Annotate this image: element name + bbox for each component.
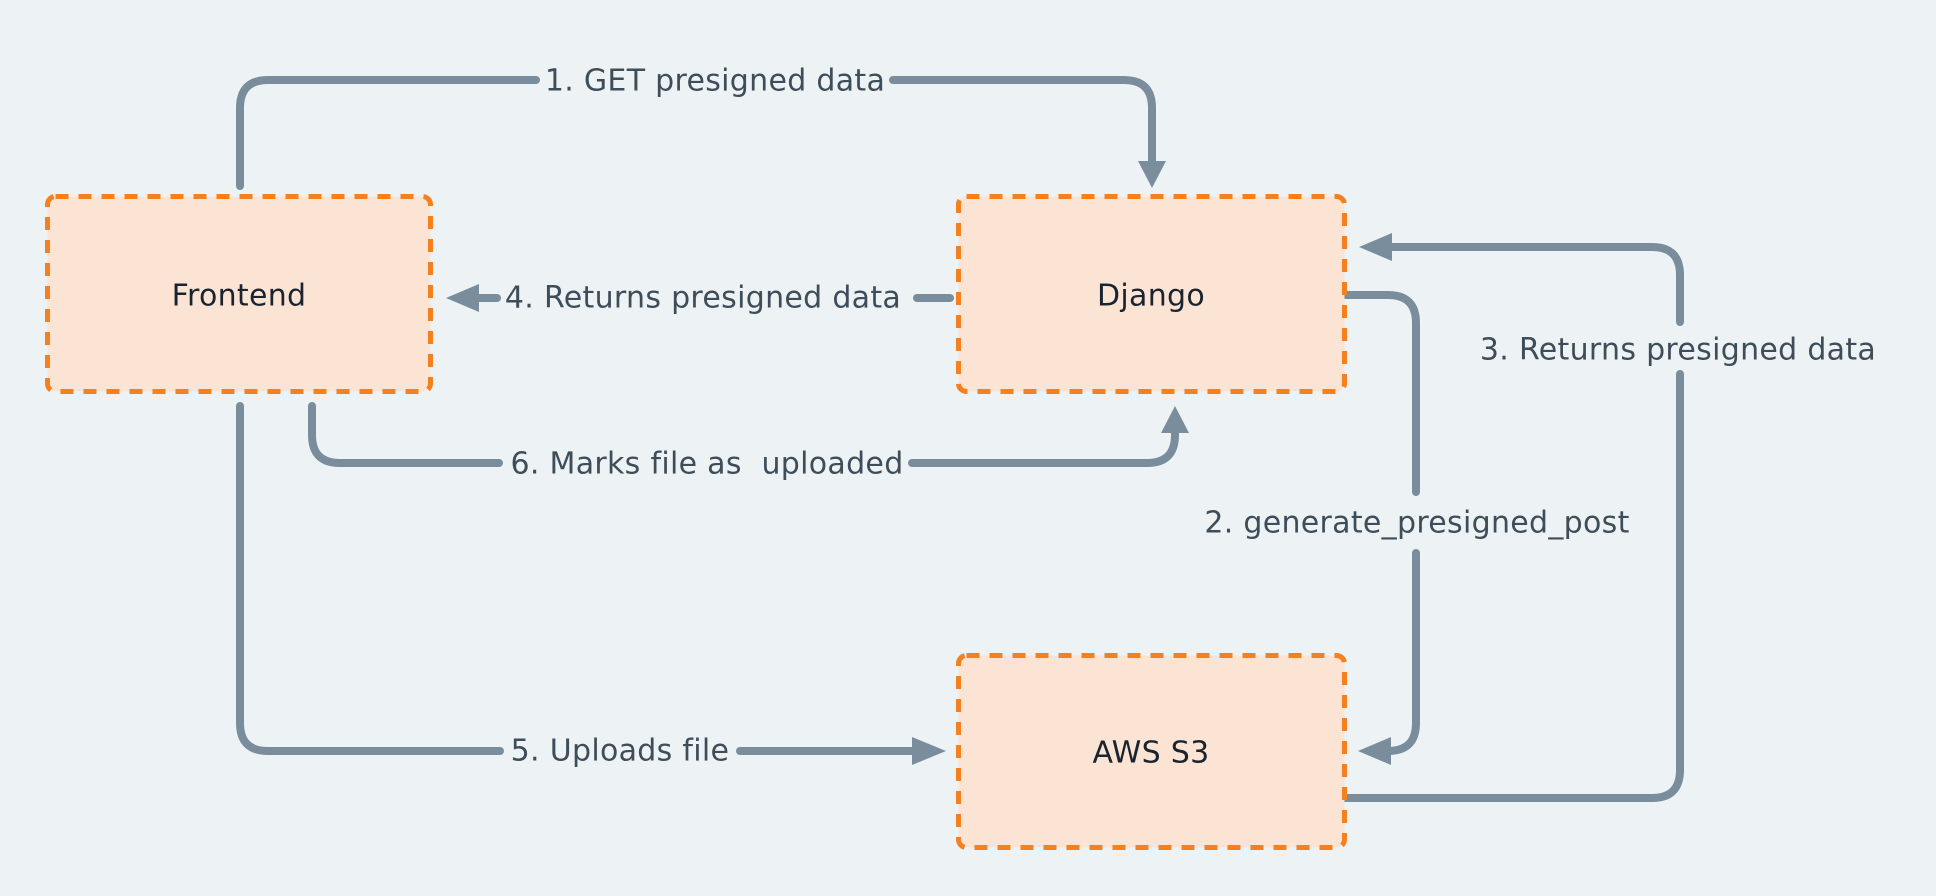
edge-4-label: 4. Returns presigned data bbox=[505, 281, 901, 316]
node-aws-s3-label: AWS S3 bbox=[1092, 736, 1209, 771]
edge-1-arrowhead-down-icon bbox=[1138, 161, 1166, 188]
edge-5-arrowhead-right-icon bbox=[912, 737, 946, 765]
edge-6-segment-left bbox=[308, 402, 503, 467]
node-frontend: Frontend bbox=[45, 194, 433, 394]
edge-3-returns-presigned-data: 3. Returns presigned data bbox=[1341, 233, 1876, 802]
edge-3-segment-bottom bbox=[1341, 370, 1684, 802]
node-django-box bbox=[956, 194, 1347, 394]
edge-5-segment-left bbox=[236, 402, 504, 755]
edge-1-label: 1. GET presigned data bbox=[545, 64, 885, 99]
edge-2-arrowhead-left-icon bbox=[1358, 737, 1391, 765]
edge-4-arrowhead-left-icon bbox=[446, 284, 479, 312]
edge-2-generate-presigned-post: 2. generate_presigned_post bbox=[1204, 291, 1629, 765]
edge-3-segment-top bbox=[1388, 243, 1684, 326]
edge-2-segment-top bbox=[1341, 291, 1420, 496]
node-frontend-label: Frontend bbox=[172, 279, 307, 314]
edge-3-arrowhead-left-icon bbox=[1359, 233, 1392, 261]
node-django-label: Django bbox=[1097, 279, 1205, 314]
edge-2-segment-bottom bbox=[1384, 549, 1420, 755]
edge-6-marks-file-uploaded: 6. Marks file as uploaded bbox=[308, 402, 1189, 482]
edge-5-label: 5. Uploads file bbox=[511, 734, 730, 769]
edge-6-arrowhead-up-icon bbox=[1161, 406, 1189, 433]
edge-6-label: 6. Marks file as uploaded bbox=[510, 447, 903, 482]
node-aws-s3-box bbox=[956, 653, 1347, 850]
edge-1-segment-left bbox=[236, 76, 540, 190]
edge-5-uploads-file: 5. Uploads file bbox=[236, 402, 946, 769]
node-frontend-box bbox=[45, 194, 433, 394]
edge-4-returns-presigned-data: 4. Returns presigned data bbox=[446, 281, 954, 316]
edge-1-get-presigned-data: 1. GET presigned data bbox=[236, 64, 1166, 190]
edge-3-label: 3. Returns presigned data bbox=[1480, 333, 1876, 368]
edge-2-label: 2. generate_presigned_post bbox=[1204, 506, 1629, 541]
edge-1-segment-right bbox=[889, 76, 1156, 167]
node-aws-s3: AWS S3 bbox=[956, 653, 1347, 850]
node-django: Django bbox=[956, 194, 1347, 394]
edge-6-segment-right bbox=[908, 429, 1179, 467]
